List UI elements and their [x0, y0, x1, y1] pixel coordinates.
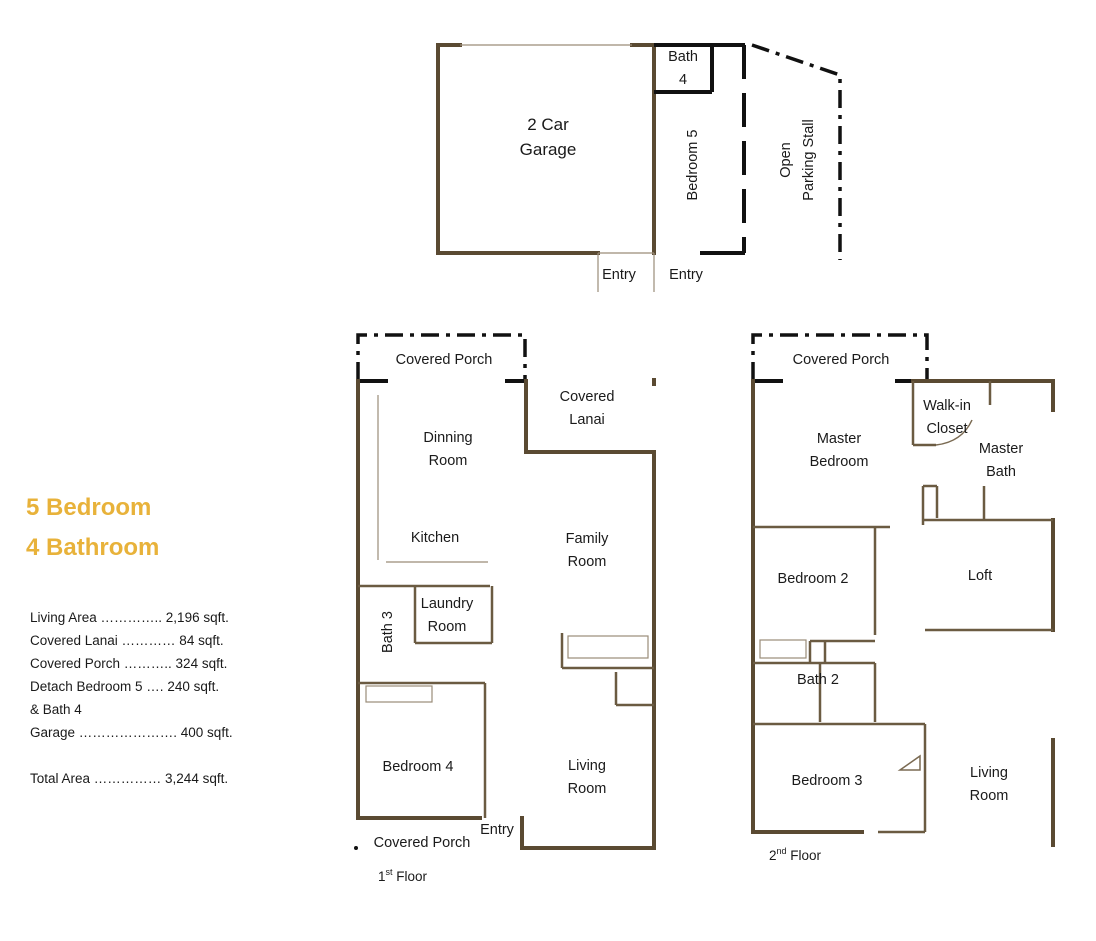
area-porch: Covered Porch ……….. 324 sqft. — [30, 656, 228, 671]
f1-laundry-label-line2: Room — [428, 619, 467, 635]
f2-floor-label: 2nd Floor — [769, 846, 822, 863]
bedroom5-label: Bedroom 5 — [685, 130, 701, 201]
f1-kitchen-label: Kitchen — [411, 530, 459, 546]
f2-porch-outline — [751, 333, 929, 380]
f2-bedroom2-label: Bedroom 2 — [778, 571, 849, 587]
f2-bedroom3-door — [897, 754, 921, 771]
area-lanai: Covered Lanai ………… 84 sqft. — [30, 633, 224, 648]
f2-walkin-label-line1: Walk-in — [923, 398, 971, 414]
f1-covered-porch-bottom-label: Covered Porch — [374, 835, 471, 851]
parking-stall-outline — [751, 43, 842, 260]
f1-entry-label: Entry — [480, 822, 515, 838]
f2-master-bedroom-label-line2: Bedroom — [810, 454, 869, 470]
f2-covered-porch-label: Covered Porch — [793, 352, 890, 368]
f1-laundry-label-line1: Laundry — [421, 596, 474, 612]
f2-bedroom2-closet — [759, 639, 807, 659]
parking-label-line1: Open — [778, 142, 794, 177]
parking-label-line2: Parking Stall — [801, 119, 817, 200]
second-floor-plan: Covered Porch Walk-in Closet Master Bedr… — [751, 333, 1055, 863]
area-detached-cont: & Bath 4 — [30, 702, 82, 717]
f2-living-label-line1: Living — [970, 765, 1008, 781]
f2-walkin-label-line2: Closet — [926, 421, 967, 437]
garage-label-line2: Garage — [520, 140, 577, 159]
f2-bath2-label: Bath 2 — [797, 672, 839, 688]
f1-family-label-line2: Room — [568, 554, 607, 570]
f1-counter — [567, 635, 649, 659]
garage-label-line1: 2 Car — [527, 115, 569, 134]
detached-structure: 2 Car Garage Bath 4 Bedroom 5 Open Parki… — [436, 43, 842, 292]
f1-covered-lanai-label-line2: Lanai — [569, 412, 604, 428]
f1-bedroom4-label: Bedroom 4 — [383, 759, 454, 775]
f2-bedroom3-label: Bedroom 3 — [792, 773, 863, 789]
bedroom-count-heading: 5 Bedroom — [26, 494, 152, 521]
f2-closet-door — [935, 419, 973, 446]
f2-loft-label: Loft — [968, 568, 992, 584]
area-living: Living Area ………….. 2,196 sqft. — [30, 610, 229, 625]
f2-master-bath-label-line1: Master — [979, 441, 1023, 457]
f2-master-bedroom-label-line1: Master — [817, 431, 861, 447]
bath4-label-line2: 4 — [679, 72, 687, 88]
first-floor-plan: Covered Porch Covered Lanai Dinning Room… — [354, 333, 656, 884]
entry-label-right: Entry — [669, 267, 704, 283]
f2-living-label-line2: Room — [970, 788, 1009, 804]
bath4-label-line1: Bath — [668, 49, 698, 65]
area-garage: Garage …………………. 400 sqft. — [30, 725, 233, 740]
area-detached: Detach Bedroom 5 …. 240 sqft. — [30, 679, 220, 694]
area-list: Living Area ………….. 2,196 sqft. Covered L… — [30, 606, 233, 790]
f1-dinning-label-line2: Room — [429, 453, 468, 469]
f1-covered-lanai-label-line1: Covered — [560, 389, 615, 405]
f1-family-label-line1: Family — [566, 531, 609, 547]
f2-master-bath-label-line2: Bath — [986, 464, 1016, 480]
f1-porch-post-left — [354, 846, 358, 850]
f1-closet — [365, 685, 433, 703]
area-total: Total Area …………… 3,244 sqft. — [30, 771, 229, 786]
f1-covered-porch-top-label: Covered Porch — [396, 352, 493, 368]
f1-dinning-label-line1: Dinning — [423, 430, 472, 446]
bathroom-count-heading: 4 Bathroom — [26, 534, 160, 561]
entry-label-left: Entry — [602, 267, 637, 283]
f1-living-label-line1: Living — [568, 758, 606, 774]
f1-floor-label: 1st Floor — [378, 867, 428, 884]
f1-living-label-line2: Room — [568, 781, 607, 797]
f1-bath3-label: Bath 3 — [380, 611, 396, 653]
